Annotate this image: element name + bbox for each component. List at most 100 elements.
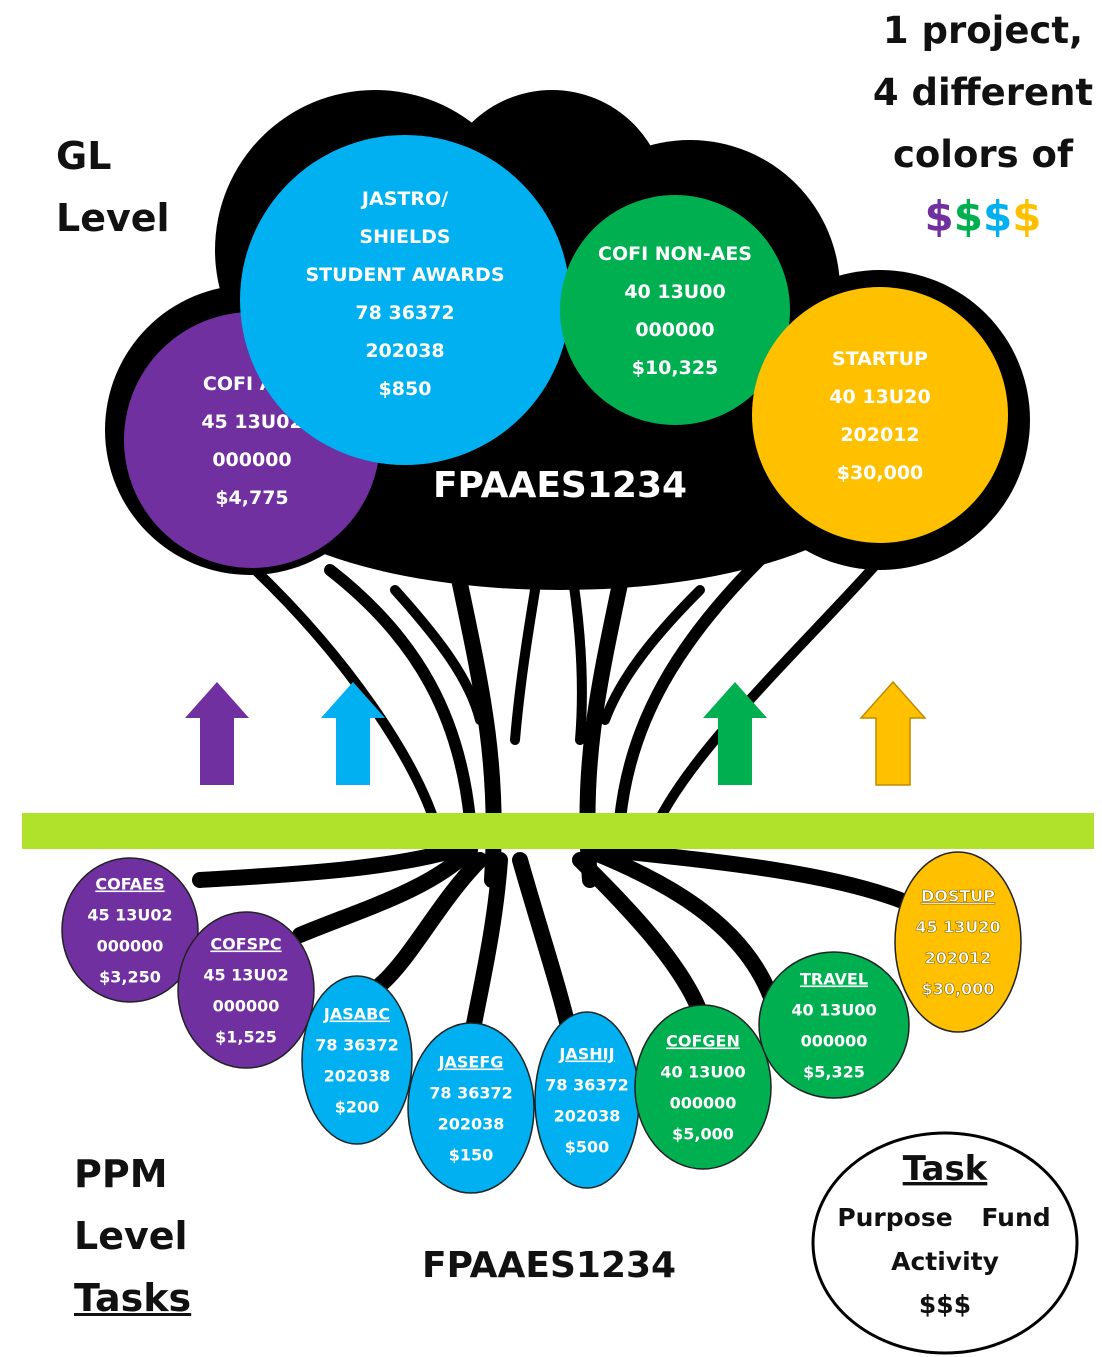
task-name: JASABC — [323, 1005, 390, 1024]
gl-fund-text: $10,325 — [632, 357, 719, 379]
gl-fund-text: 45 13U02 — [201, 411, 302, 433]
dollar-green: $ — [953, 192, 983, 241]
gl-fund-text: 202012 — [840, 424, 919, 446]
task-field: 202038 — [324, 1067, 391, 1086]
task-field: 202038 — [554, 1107, 621, 1126]
arrow-up-icon — [859, 680, 927, 786]
gl-fund-text: COFI NON-AES — [598, 243, 752, 265]
task-field: 78 36372 — [545, 1076, 629, 1095]
gl-fund-text: 40 13U00 — [624, 281, 725, 303]
task-cofspc: COFSPC 45 13U02 000000 $1,525 — [177, 911, 315, 1069]
gl-heading-line2: Level — [56, 196, 170, 240]
task-field: $3,250 — [99, 968, 161, 987]
ppm-heading-line1: PPM — [74, 1152, 168, 1196]
dollar-blue: $ — [983, 192, 1013, 241]
ppm-level-heading: PPM Level Tasks — [74, 1143, 191, 1329]
task-jasefg: JASEFG 78 36372 202038 $150 — [407, 1022, 535, 1194]
project-id-top: FPAAES1234 — [433, 465, 687, 506]
gl-fund-text: $30,000 — [837, 462, 924, 484]
legend-circle — [811, 1131, 1079, 1355]
arrow-up-icon — [703, 682, 767, 785]
tree-roots — [192, 837, 908, 1053]
gl-fund-text: STUDENT AWARDS — [305, 264, 504, 286]
legend-activity: Activity — [891, 1247, 999, 1276]
task-ellipse — [407, 1022, 535, 1194]
gl-fund-text: 000000 — [635, 319, 714, 341]
task-field: $500 — [565, 1138, 610, 1157]
task-field: 000000 — [213, 997, 280, 1016]
task-field: 000000 — [670, 1094, 737, 1113]
project-id-bottom: FPAAES1234 — [422, 1245, 677, 1286]
task-name: DOSTUP — [921, 887, 995, 906]
title-line1: 1 project, — [882, 9, 1084, 52]
task-cofgen: COFGEN 40 13U00 000000 $5,000 — [634, 1004, 772, 1170]
task-field: 000000 — [97, 937, 164, 956]
title-line2: 4 different — [872, 71, 1094, 114]
task-jasabc: JASABC 78 36372 202038 $200 — [301, 975, 413, 1145]
ppm-heading-line2: Level — [74, 1214, 188, 1258]
task-field: 202012 — [925, 949, 992, 968]
arrow-up-icon — [185, 682, 249, 785]
title-dollars: $$$$ — [868, 186, 1098, 248]
task-ellipse — [634, 1004, 772, 1170]
task-name: JASHIJ — [558, 1045, 614, 1064]
gl-fund-3: STARTUP 40 13U20 202012 $30,000 — [752, 287, 1008, 543]
task-name: COFAES — [95, 875, 164, 894]
task-ellipse — [894, 851, 1022, 1033]
gl-fund-text: 40 13U20 — [829, 386, 930, 408]
gl-fund-circle — [240, 135, 570, 465]
gl-fund-text: STARTUP — [832, 348, 928, 370]
task-field: 40 13U00 — [791, 1001, 876, 1020]
dollar-gold: $ — [1012, 192, 1042, 241]
task-ellipse — [61, 857, 199, 1003]
task-field: $5,325 — [803, 1063, 865, 1082]
gl-fund-text: $850 — [379, 378, 432, 400]
task-ellipses: COFAES 45 13U02 000000 $3,250 COFSPC 45 13U02… — [61, 851, 1022, 1194]
task-name: COFGEN — [666, 1032, 740, 1051]
gl-fund-text: SHIELDS — [359, 226, 450, 248]
task-field: $1,525 — [215, 1028, 277, 1047]
arrows — [185, 680, 927, 786]
task-jashij: JASHIJ 78 36372 202038 $500 — [534, 1011, 640, 1189]
task-name: JASEFG — [438, 1053, 504, 1072]
task-field: $200 — [335, 1098, 380, 1117]
task-field: 78 36372 — [315, 1036, 399, 1055]
task-field: 40 13U00 — [660, 1063, 745, 1082]
legend-amount: $$$ — [919, 1290, 971, 1319]
gl-fund-text: $4,775 — [215, 487, 288, 509]
title-block: 1 project, 4 different colors of $$$$ — [868, 0, 1098, 248]
gl-fund-text: JASTRO/ — [360, 188, 448, 210]
task-field: $150 — [449, 1146, 494, 1165]
dollar-purple: $ — [924, 192, 954, 241]
task-ellipse — [301, 975, 413, 1145]
ppm-heading-line3: Tasks — [74, 1276, 192, 1320]
task-field: 202038 — [438, 1115, 505, 1134]
gl-fund-circle — [560, 195, 790, 425]
task-name: COFSPC — [210, 935, 281, 954]
task-field: 45 13U02 — [87, 906, 172, 925]
title-line3: colors of — [892, 133, 1074, 176]
task-field: 45 13U20 — [915, 918, 1000, 937]
tree-trunk — [245, 552, 885, 888]
legend-fund: Fund — [981, 1203, 1050, 1232]
task-ellipse — [177, 911, 315, 1069]
gl-level-heading: GL Level — [56, 125, 170, 249]
task-field: 45 13U02 — [203, 966, 288, 985]
task-field: 000000 — [801, 1032, 868, 1051]
task-dostup: DOSTUP 45 13U20 202012 $30,000 — [894, 851, 1022, 1033]
task-cofaes: COFAES 45 13U02 000000 $3,250 — [61, 857, 199, 1003]
level-divider — [22, 813, 1094, 849]
task-ellipse — [758, 951, 910, 1099]
task-field: $5,000 — [672, 1125, 734, 1144]
gl-heading-line1: GL — [56, 134, 112, 178]
gl-fund-2: COFI NON-AES 40 13U00 000000 $10,325 — [560, 195, 790, 425]
legend-purpose: Purpose — [837, 1203, 952, 1232]
task-field: $30,000 — [922, 980, 995, 999]
task-field: 78 36372 — [429, 1084, 513, 1103]
